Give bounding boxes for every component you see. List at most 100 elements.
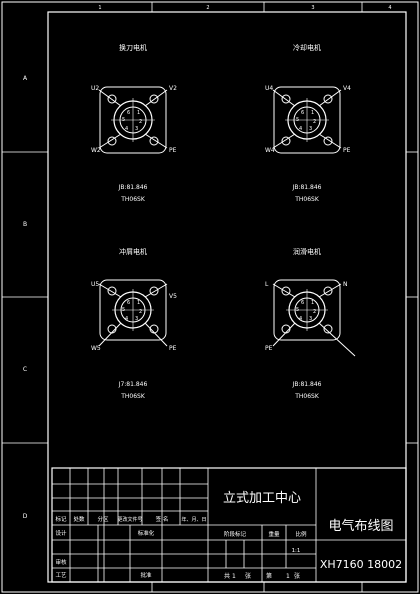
drawing-name: 电气布线图 [328, 518, 393, 534]
label-weight: 重量 [268, 530, 280, 538]
pin-label: 6 [127, 300, 130, 306]
mount-hole [107, 286, 117, 296]
title-block [51, 467, 407, 583]
sheet-page-unit: 张 [294, 572, 300, 580]
pin-label: 2 [139, 309, 142, 315]
pin-label: 4 [299, 316, 302, 322]
wire-label: U2 [91, 85, 99, 92]
zone-letter-c: C [23, 366, 27, 373]
connector-flange [273, 279, 341, 341]
pin-label: 6 [127, 110, 130, 116]
wire-lead [144, 322, 168, 347]
model-number: TH06SK [294, 393, 320, 400]
wire-label: W2 [91, 147, 101, 154]
wire-lead [272, 283, 296, 298]
wire-label: W5 [91, 345, 101, 352]
wire-label: V5 [169, 293, 177, 300]
wire-label: PE [169, 345, 177, 352]
connector-4: 润滑电机 1 2 3 4 5 6 L N PE JB:81.846 TH06SK [265, 247, 356, 400]
connector-flange [99, 279, 167, 341]
pin-label: 1 [137, 300, 140, 306]
mount-hole [107, 94, 117, 104]
label-process: 工艺 [55, 572, 67, 579]
wire-lead [272, 133, 296, 149]
label-standard: 标准化 [138, 529, 155, 537]
model-number: TH06SK [120, 196, 146, 203]
label-scale: 比例 [295, 530, 307, 538]
wire-lead [98, 283, 122, 298]
pin-label: 2 [313, 309, 316, 315]
mount-hole [323, 286, 333, 296]
wire-lead [272, 322, 296, 347]
wire-label: W4 [265, 147, 275, 154]
header-date: 年、月、日 [181, 516, 206, 523]
part-number: JB:81.846 [118, 184, 148, 191]
mount-hole [149, 94, 159, 104]
pin-label: 1 [137, 110, 140, 116]
sheet-page: 1 [286, 573, 290, 580]
sheet-total-unit: 张 [245, 572, 251, 580]
sheet-page-prefix: 第 [266, 572, 272, 580]
zone-number-4: 4 [388, 5, 391, 11]
pin-label: 3 [309, 126, 312, 132]
wire-label: PE [169, 147, 177, 154]
zone-number-3: 3 [311, 5, 314, 11]
project-name: 立式加工中心 [223, 491, 301, 506]
header-zone: 分区 [97, 515, 109, 523]
connector-title: 换刀电机 [119, 43, 147, 52]
mount-hole [149, 286, 159, 296]
header-count: 处数 [73, 515, 85, 523]
zone-number-2: 2 [206, 5, 209, 11]
zone-number-1: 1 [98, 5, 101, 11]
label-review: 审核 [55, 558, 67, 566]
wire-lead [318, 89, 342, 107]
connector-title: 冷却电机 [293, 43, 321, 52]
pin-label: 6 [301, 110, 304, 116]
mount-hole [281, 286, 291, 296]
label-stage: 阶段标记 [224, 530, 247, 538]
mount-hole [323, 94, 333, 104]
connector-flange [273, 86, 341, 154]
part-number: JB:81.846 [292, 184, 322, 191]
wire-label: V4 [343, 85, 351, 92]
pin-label: 1 [311, 110, 314, 116]
pin-label: 2 [313, 119, 316, 125]
pin-label: 3 [309, 316, 312, 322]
scale-value: 1:1 [292, 548, 301, 554]
wire-label: PE [265, 345, 273, 352]
wire-label: V2 [169, 85, 177, 92]
sheet-total-prefix: 共 [224, 572, 230, 580]
pin-label: 5 [296, 117, 299, 123]
header-sign: 签 名 [156, 515, 169, 523]
model-number: TH06SK [294, 196, 320, 203]
header-change-doc: 更改文件号 [117, 516, 142, 523]
pin-label: 3 [135, 316, 138, 322]
drawing-number: XH7160 18002 [320, 558, 402, 571]
label-design: 设计 [55, 529, 67, 537]
header-mark: 标记 [55, 515, 67, 523]
wire-lead [98, 133, 122, 149]
pin-label: 6 [301, 300, 304, 306]
wire-label: N [343, 281, 348, 288]
mount-hole [281, 136, 291, 146]
mount-hole [281, 94, 291, 104]
wire-lead [98, 89, 122, 107]
connector-title: 润滑电机 [293, 247, 321, 256]
mount-hole [323, 324, 333, 334]
pin-label: 3 [135, 126, 138, 132]
connector-flange [99, 86, 167, 154]
pin-label: 5 [296, 307, 299, 313]
connector-3: 冲屑电机 1 2 3 4 5 6 U5 V5 W5 PE J7:81.846 T… [91, 247, 177, 400]
zone-letter-a: A [23, 75, 28, 82]
pin-label: 5 [122, 307, 125, 313]
pin-label: 4 [125, 316, 128, 322]
connector-2: 冷却电机 1 2 3 4 5 6 U4 V4 W4 PE JB:81.846 T… [265, 43, 351, 203]
wire-label: L [265, 281, 269, 288]
wire-lead [144, 283, 168, 298]
sheet-total: 1 [232, 573, 236, 580]
wire-label: U5 [91, 281, 99, 288]
zone-letter-d: D [23, 513, 28, 520]
pin-label: 1 [311, 300, 314, 306]
